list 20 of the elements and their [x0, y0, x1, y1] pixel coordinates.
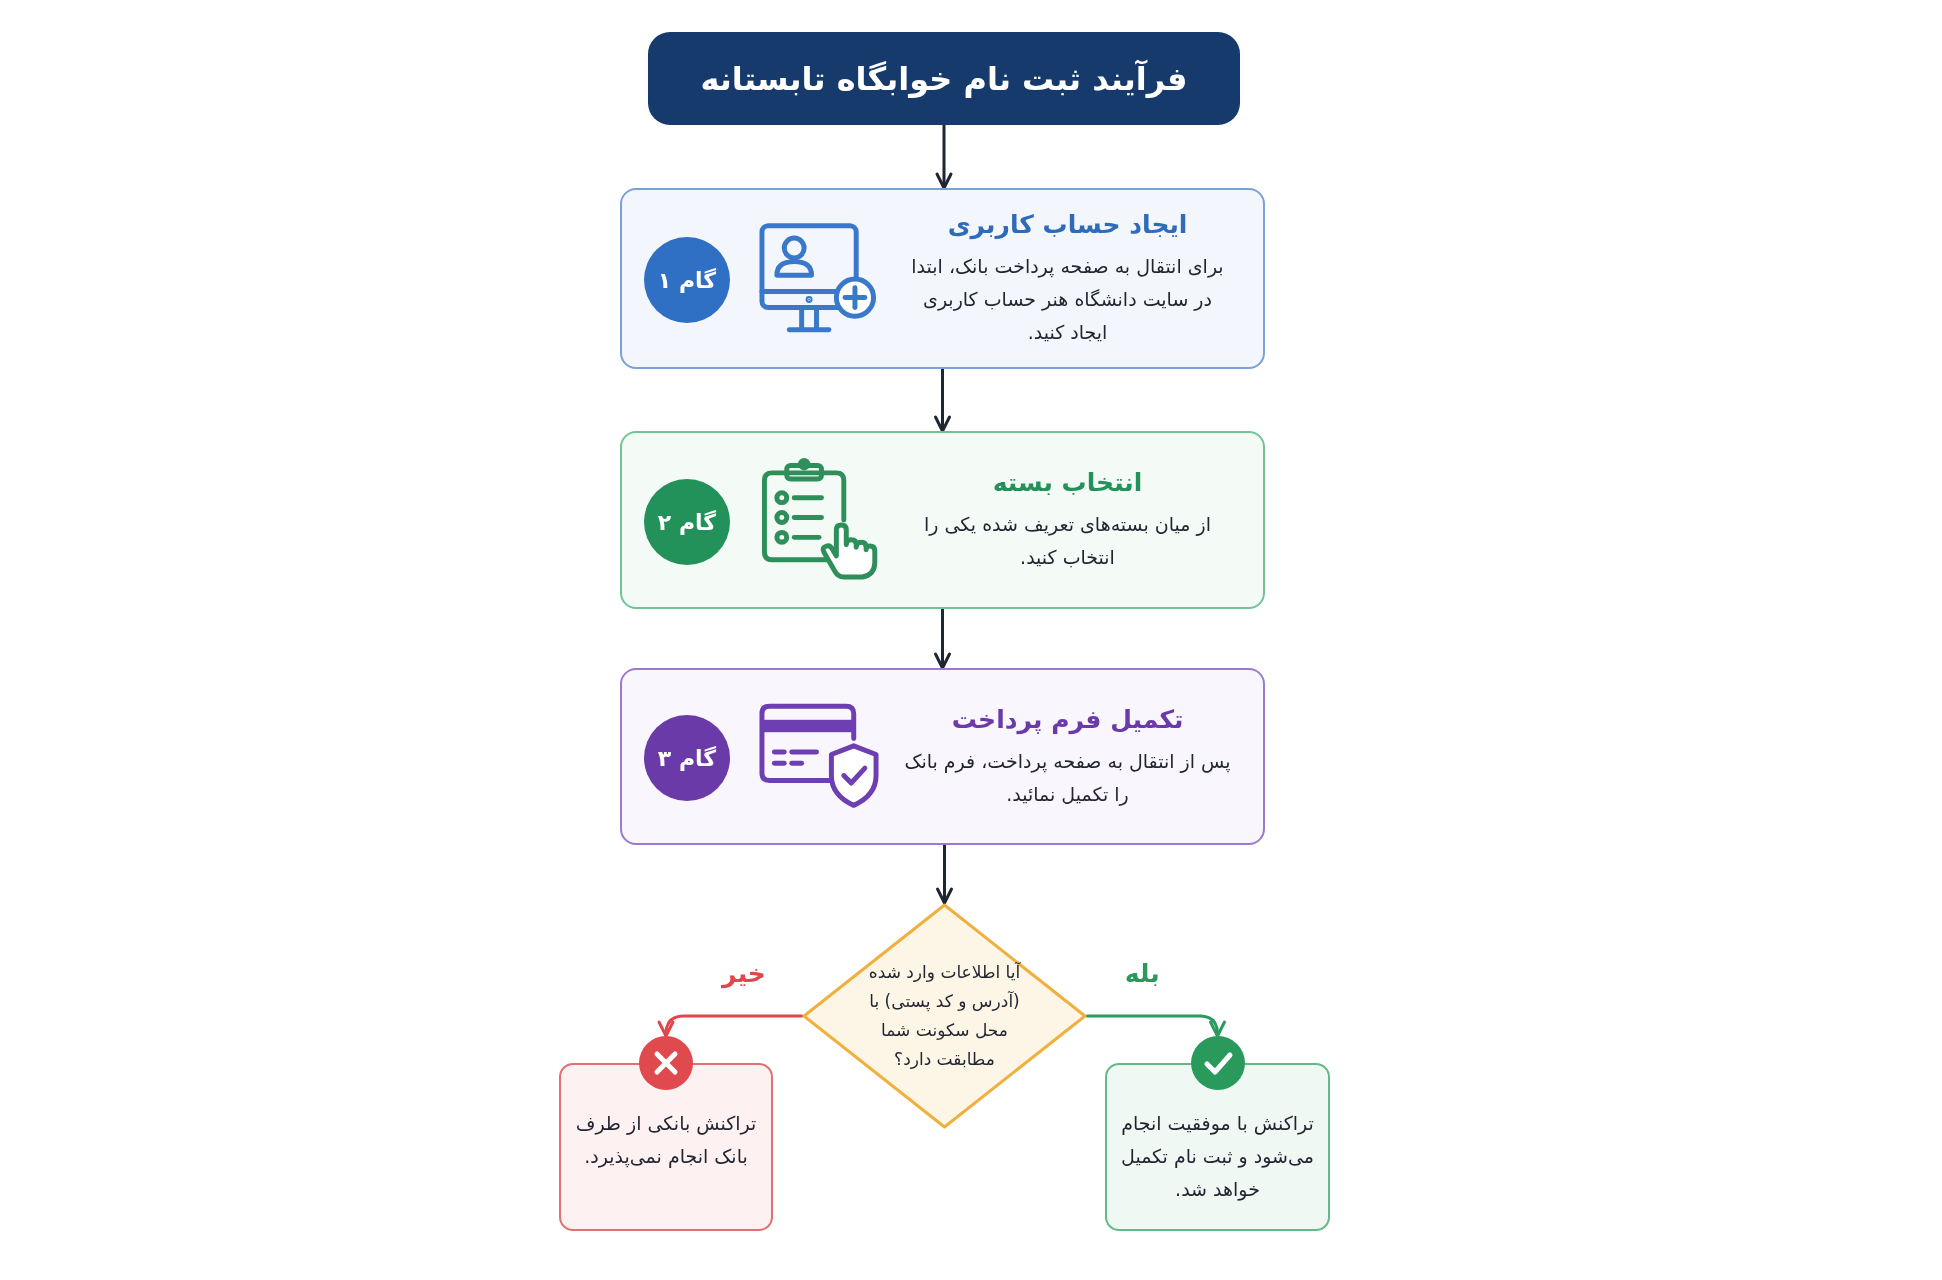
step-heading: ایجاد حساب کاربری — [947, 209, 1188, 242]
arrow — [935, 123, 953, 190]
step-description: پس از انتقال به صفحه پرداخت، فرم بانک را تکمیل نمائید. — [903, 748, 1232, 808]
result-text: تراکنش با موفقیت انجام می‌شود و ثبت نام تکمیل خواهد شد. — [1120, 1111, 1315, 1203]
step-card — [620, 431, 1265, 609]
decision-question: آیا اطلاعات وارد شده (آدرس و کد پستی) با محل سکونت شما مطابقت دارد؟ — [867, 961, 1022, 1071]
title-banner: فرآیند ثبت نام خوابگاه تابستانه — [648, 32, 1240, 125]
step-heading: تکمیل فرم پرداخت — [951, 703, 1184, 737]
step-description: از میان بسته‌های تعریف شده یکی را انتخاب کنید. — [923, 512, 1212, 570]
step-card — [620, 668, 1265, 845]
arrow — [657, 1014, 804, 1038]
decision-diamond — [802, 903, 1087, 1129]
arrow — [1085, 1014, 1226, 1038]
arrow — [934, 367, 951, 433]
arrow — [936, 843, 953, 905]
step-heading: انتخاب بسته — [992, 467, 1143, 499]
step-card — [620, 188, 1265, 369]
arrow — [934, 607, 951, 670]
step-description: برای انتقال به صفحه پرداخت بانک، ابتدا در سایت دانشگاه هنر حساب کاربری ایجاد کنید. — [910, 254, 1225, 345]
result-text: تراکنش بانکی از طرف بانک انجام نمی‌پذیرد. — [574, 1111, 758, 1170]
